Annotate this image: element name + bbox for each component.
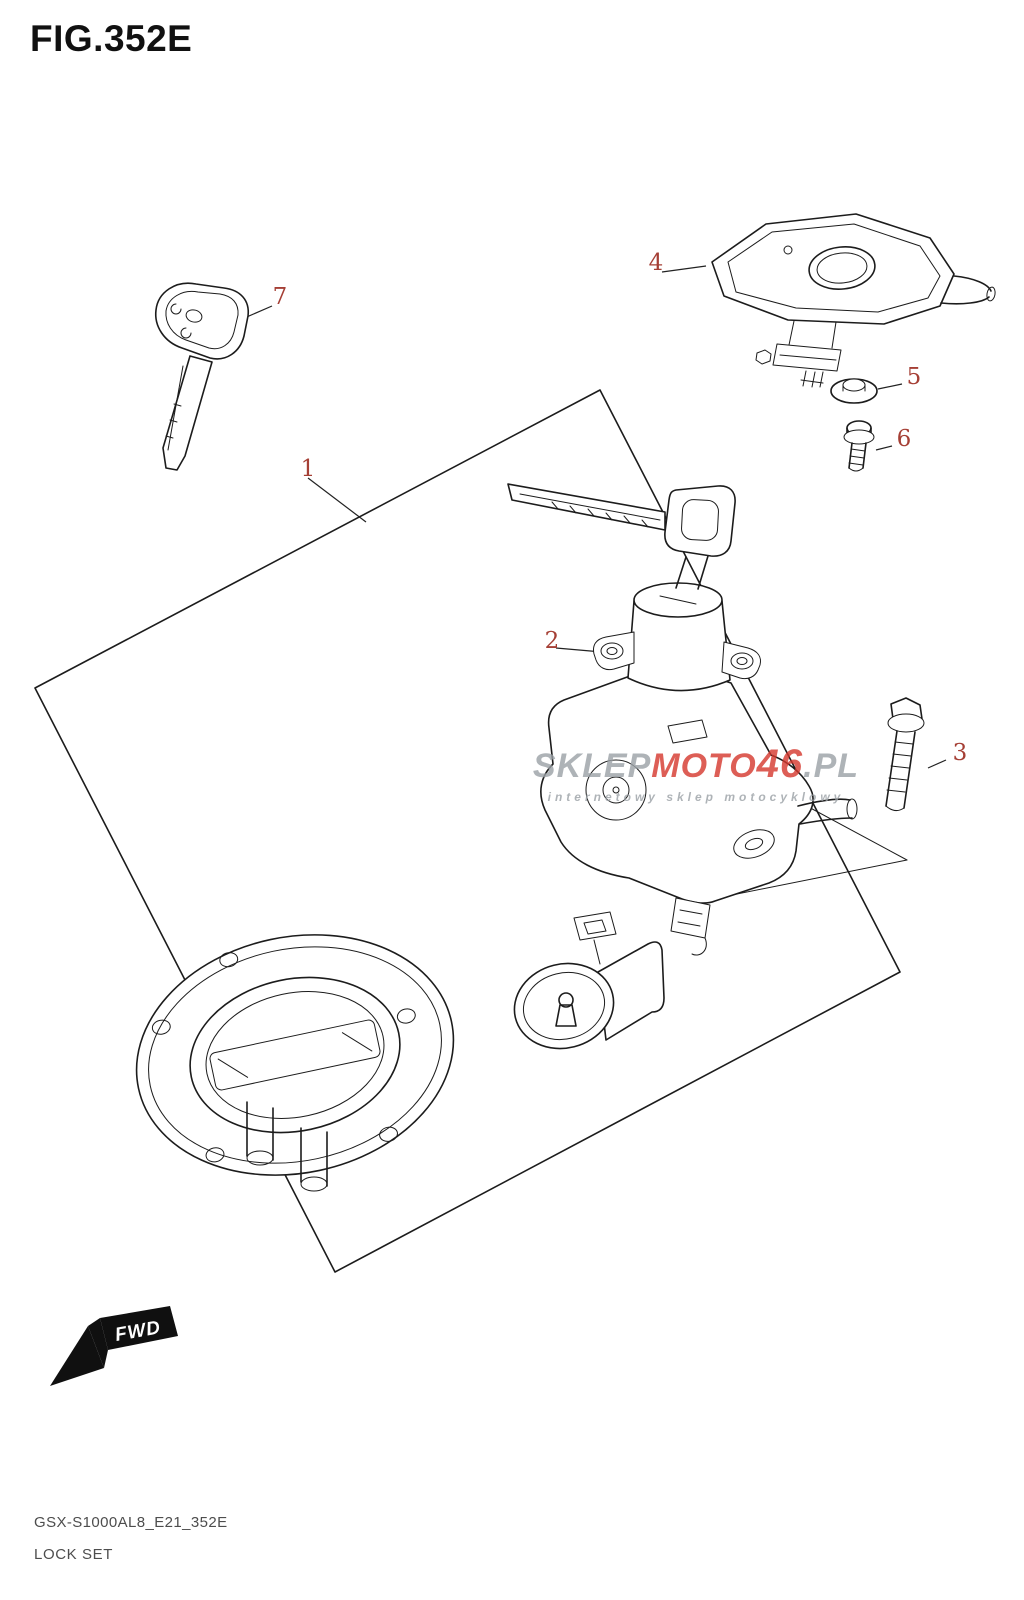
footer-model-code: GSX-S1000AL8_E21_352E (34, 1514, 228, 1531)
callout-6: 6 (896, 426, 912, 452)
ignition-switch-drawing (507, 483, 858, 956)
flange-bolt-drawing (885, 697, 925, 812)
callout-2: 2 (544, 628, 560, 654)
fwd-arrow: FWD (50, 1306, 178, 1386)
figure-title: FIG.352E (30, 18, 193, 59)
fuel-filler-cap-drawing (135, 934, 455, 1192)
blank-key-drawing (155, 282, 249, 471)
footer-figure-name: LOCK SET (34, 1546, 113, 1563)
callout-3: 3 (952, 740, 968, 766)
callout-4: 4 (648, 250, 664, 276)
callout-7: 7 (272, 284, 288, 310)
washer-drawing (830, 378, 878, 404)
screw-drawing (843, 420, 875, 472)
callout-5: 5 (906, 364, 922, 390)
handlebar-switch-housing-drawing (711, 213, 996, 388)
callout-1: 1 (300, 456, 316, 482)
seat-lock-cylinder-drawing (513, 911, 665, 1050)
